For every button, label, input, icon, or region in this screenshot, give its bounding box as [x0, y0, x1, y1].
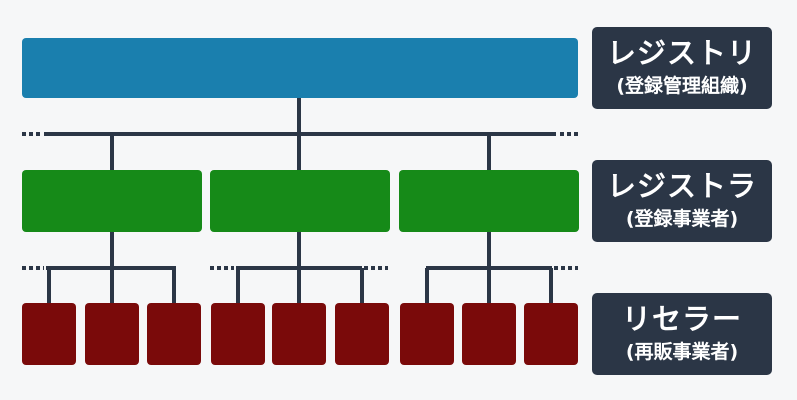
registrar-box-3 [399, 170, 579, 232]
reseller-box-9 [524, 303, 578, 365]
registry-label-subtitle: (登録管理組織) [616, 74, 748, 97]
registry-label-title: レジストリ [606, 35, 757, 70]
registry-box [22, 38, 578, 98]
registry-label: レジストリ (登録管理組織) [592, 27, 772, 109]
reseller-box-3 [147, 303, 201, 365]
reseller-label: リセラー (再販事業者) [592, 293, 772, 375]
reseller-box-7 [400, 303, 454, 365]
registrar-box-2 [210, 170, 390, 232]
reseller-box-6 [335, 303, 389, 365]
registrar-box-1 [22, 170, 202, 232]
registrar-label: レジストラ (登録事業者) [592, 160, 772, 242]
reseller-box-2 [85, 303, 139, 365]
reseller-label-title: リセラー [621, 301, 742, 336]
reseller-box-8 [462, 303, 516, 365]
reseller-box-4 [211, 303, 265, 365]
reseller-box-1 [22, 303, 76, 365]
registrar-label-subtitle: (登録事業者) [625, 207, 739, 230]
reseller-label-subtitle: (再販事業者) [625, 340, 739, 363]
reseller-box-5 [272, 303, 326, 365]
registrar-label-title: レジストラ [606, 168, 757, 203]
